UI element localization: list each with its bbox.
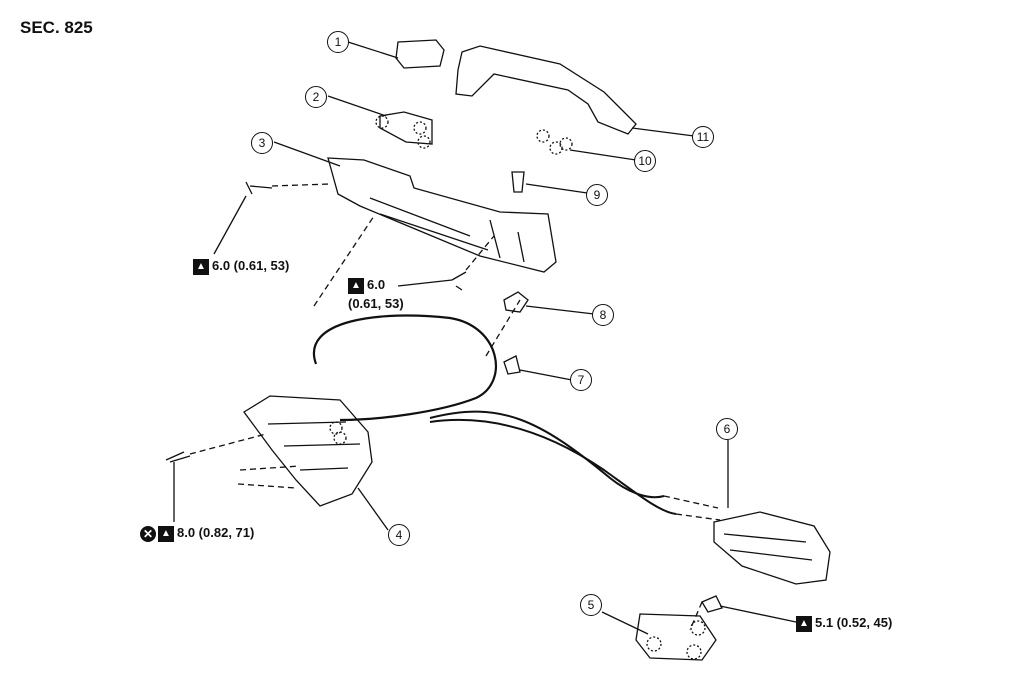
callout-2: 2: [305, 86, 327, 108]
sensor-part: [511, 171, 525, 193]
handle-bracket-part: [327, 157, 557, 273]
callout-3: 3: [251, 132, 273, 154]
torque-value-secondary: (0.61, 53): [348, 295, 404, 311]
wrench-torque-icon: ▲: [193, 258, 209, 275]
callout-1: 1: [327, 31, 349, 53]
handle-cap-part: [395, 39, 445, 69]
callout-6: 6: [716, 418, 738, 440]
callout-4: 4: [388, 524, 410, 546]
wrench-torque-icon: ▲: [796, 615, 812, 632]
callout-10: 10: [634, 150, 656, 172]
callout-7: 7: [570, 369, 592, 391]
section-label: SEC. 825: [20, 18, 93, 37]
outside-handle-part: [455, 45, 637, 135]
torque-value: 8.0 (0.82, 71): [177, 525, 255, 540]
torque-spec-4: ▲5.1 (0.52, 45): [796, 615, 892, 632]
callout-8: 8: [592, 304, 614, 326]
escutcheon-part: [635, 613, 717, 661]
torque-spec-2: ▲6.0 (0.61, 53): [348, 277, 404, 311]
gasket-part: [379, 111, 433, 145]
do-not-reuse-icon: ✕: [140, 525, 156, 542]
callout-9: 9: [586, 184, 608, 206]
callout-11: 11: [692, 126, 714, 148]
torque-spec-3: ✕▲8.0 (0.82, 71): [140, 525, 254, 542]
torque-spec-1: ▲6.0 (0.61, 53): [193, 258, 289, 275]
wrench-torque-icon: ▲: [348, 277, 364, 294]
callout-5: 5: [580, 594, 602, 616]
torque-value: 6.0 (0.61, 53): [212, 258, 290, 273]
door-lock-actuator-part: [243, 395, 373, 507]
wrench-torque-icon: ▲: [158, 525, 174, 542]
bolt-part: [245, 181, 273, 195]
torque-value: 6.0: [367, 277, 386, 292]
torque-value: 5.1 (0.52, 45): [815, 615, 893, 630]
inside-handle-part: [713, 511, 831, 585]
